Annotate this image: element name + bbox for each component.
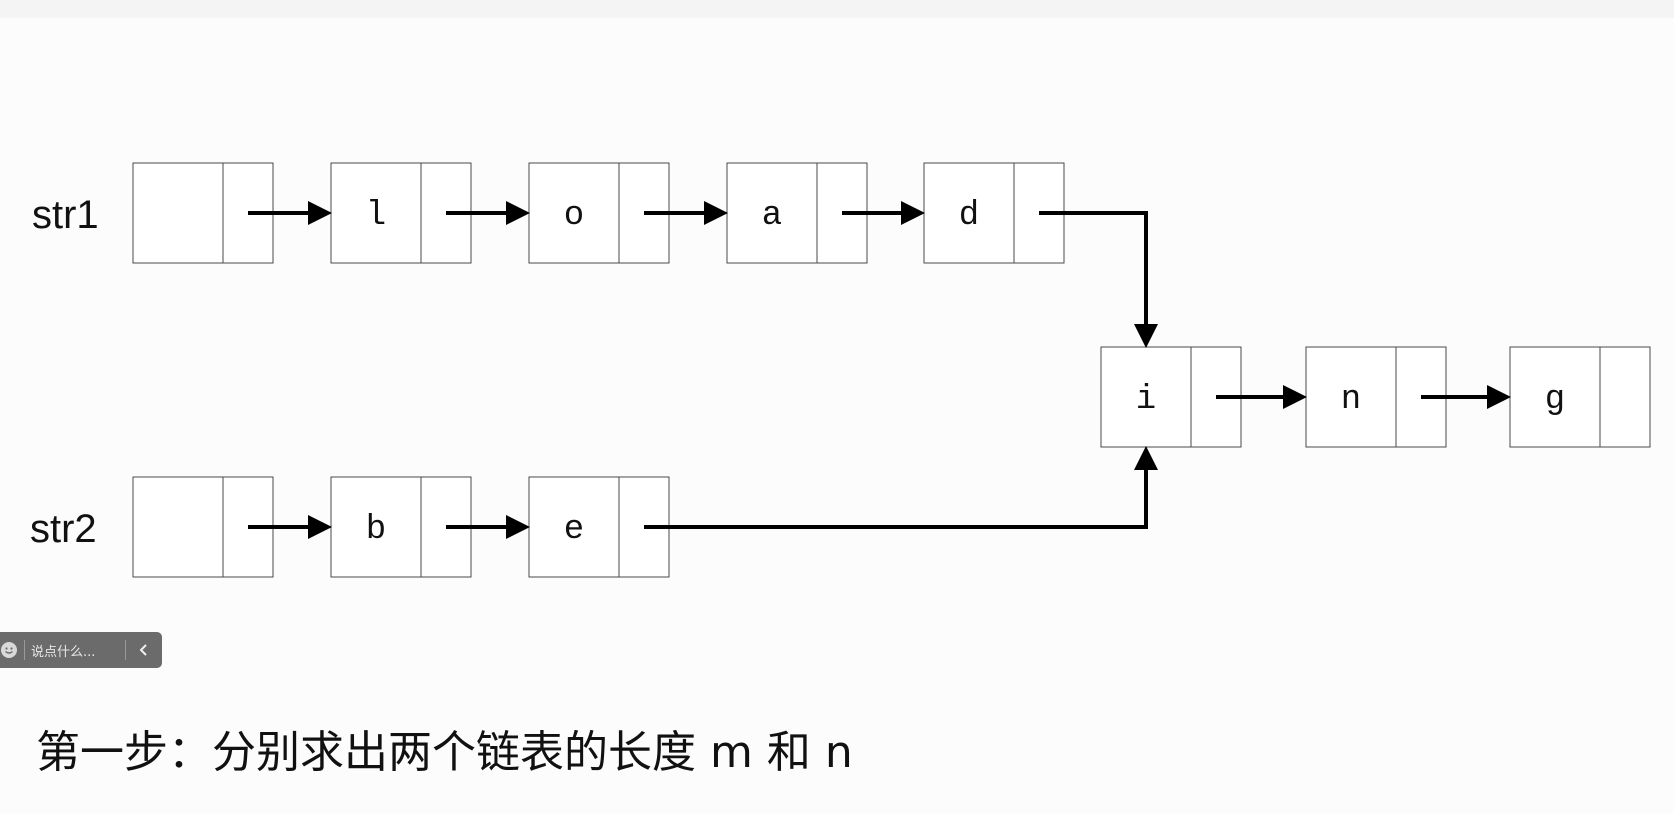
node-value: a bbox=[762, 197, 782, 235]
node-value: g bbox=[1545, 381, 1565, 419]
separator bbox=[24, 640, 25, 660]
chevron-left-icon[interactable] bbox=[132, 638, 156, 662]
comment-input[interactable]: 说点什么... bbox=[31, 644, 96, 660]
separator bbox=[125, 640, 126, 660]
node-value: e bbox=[564, 511, 584, 549]
node-value: i bbox=[1136, 381, 1156, 419]
smile-icon[interactable] bbox=[0, 641, 18, 659]
list-label-str2: str2 bbox=[30, 507, 97, 551]
node-value: l bbox=[366, 197, 386, 235]
caption: 第一步：分别求出两个链表的长度 m 和 n bbox=[36, 727, 853, 778]
pointer-arrow-s1-d-to-c-i bbox=[1039, 211, 1158, 348]
comment-bar[interactable]: 说点什么... bbox=[0, 632, 162, 668]
node-value: b bbox=[366, 511, 386, 549]
node-box bbox=[1509, 346, 1651, 448]
node-value: n bbox=[1341, 381, 1361, 419]
list-node-c-g: g bbox=[1509, 346, 1651, 448]
list-node-s1-l: l bbox=[330, 162, 472, 264]
pointer-arrow-s2-e-to-c-i bbox=[644, 446, 1158, 529]
top-strip bbox=[0, 0, 1674, 18]
list-label-str1: str1 bbox=[32, 193, 99, 237]
node-value: o bbox=[564, 197, 584, 235]
node-value: d bbox=[959, 197, 979, 235]
